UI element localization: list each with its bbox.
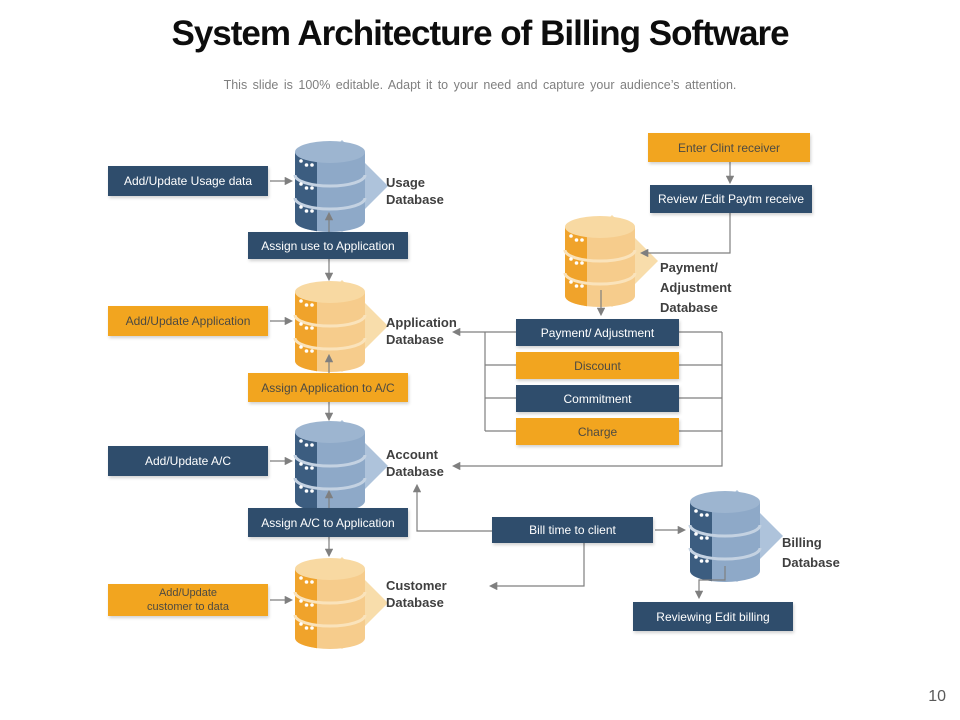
reviewing-edit-billing-box: Reviewing Edit billing (633, 602, 793, 631)
customer-database-icon (278, 541, 398, 673)
assign-ac-to-application-box: Assign A/C to Application (248, 508, 408, 537)
bill-time-to-client-box: Bill time to client (492, 517, 653, 543)
slide-subtitle: This slide is 100% editable. Adapt it to… (223, 78, 737, 92)
account-database-icon (278, 404, 398, 536)
review-edit-paytm-box: Review /Edit Paytm receive (650, 185, 812, 213)
add-update-application-box: Add/Update Application (108, 306, 268, 336)
slide-title: System Architecture of Billing Software (171, 14, 789, 53)
account-database-label: Account Database (386, 447, 444, 479)
payment-database-icon (548, 199, 668, 331)
commitment-box: Commitment (516, 385, 679, 412)
application-database-label: Application Database (386, 315, 457, 347)
assign-use-to-application-box: Assign use to Application (248, 232, 408, 259)
add-update-ac-box: Add/Update A/C (108, 446, 268, 476)
customer-database-label: Customer Database (386, 578, 447, 610)
page-number: 10 (928, 688, 946, 705)
assign-application-to-ac-box: Assign Application to A/C (248, 373, 408, 402)
add-update-customer-box: Add/Update customer to data (108, 584, 268, 616)
usage-database-label: Usage Database (386, 175, 444, 207)
payment-database-label: Payment/ Adjustment Database (660, 260, 732, 315)
application-database-icon (278, 264, 398, 396)
charge-box: Charge (516, 418, 679, 445)
discount-box: Discount (516, 352, 679, 379)
billing-database-label: Billing Database (782, 535, 840, 570)
payment-adjustment-box: Payment/ Adjustment (516, 319, 679, 346)
add-update-usage-data-box: Add/Update Usage data (108, 166, 268, 196)
billing-database-icon (673, 474, 793, 606)
enter-clint-receiver-box: Enter Clint receiver (648, 133, 810, 162)
usage-database-icon (278, 124, 398, 256)
